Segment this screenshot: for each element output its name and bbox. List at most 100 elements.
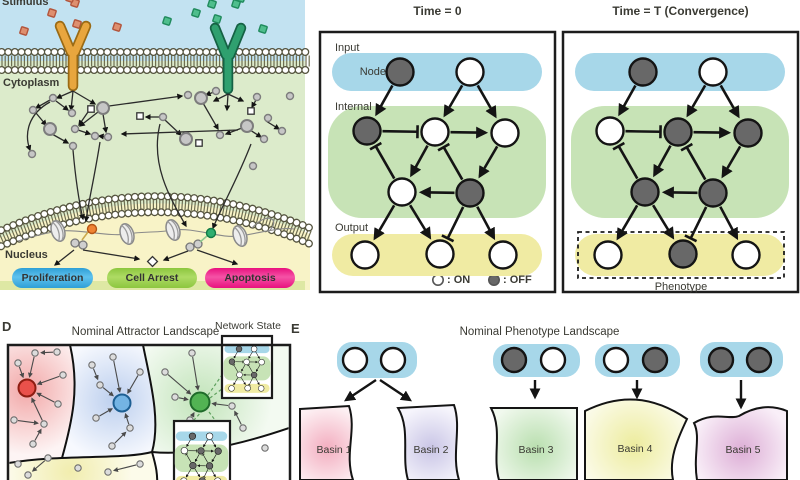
- mapping-arrows: [344, 379, 747, 410]
- state-node: [14, 460, 22, 468]
- inhibition-edge: [374, 145, 396, 180]
- net-node-output-2: [258, 385, 265, 392]
- transition-arrow: [31, 397, 43, 421]
- basin-1-label: Basin 1: [316, 444, 352, 456]
- inhibition-bar: [369, 141, 382, 151]
- state-node: [10, 416, 18, 424]
- output-layer-label: Output: [335, 222, 369, 234]
- activation-edge: [241, 364, 246, 372]
- net-node-output-2: [731, 240, 761, 270]
- cell-arrest-pill: [107, 268, 197, 288]
- transition-arrow: [167, 374, 192, 395]
- net-node-internal-3: [236, 371, 243, 378]
- transition-arrow: [27, 356, 35, 378]
- net-node-input-0: [628, 57, 658, 87]
- activation-edge: [255, 351, 260, 359]
- stimulus-molecule-icon: [112, 22, 122, 32]
- protein-square-node: [195, 139, 203, 147]
- inhibition-edge: [446, 206, 465, 239]
- state-node: [109, 353, 117, 361]
- red-basin-region: [9, 346, 75, 464]
- blue-attractor: [112, 393, 132, 413]
- basin-2-label: Basin 2: [413, 444, 449, 456]
- activation-edge: [478, 145, 499, 179]
- transition-arrow: [178, 396, 189, 402]
- net-node-internal-1: [197, 447, 205, 455]
- phenotype-pills: [12, 255, 295, 288]
- activation-edge: [719, 84, 740, 119]
- state-node: [239, 424, 247, 432]
- transcription-complex: [70, 238, 80, 248]
- protein-node: [96, 101, 110, 115]
- inhibition-edge: [233, 364, 239, 373]
- stimulus-molecule-icon: [212, 14, 222, 24]
- signal-arrow-curved: [72, 149, 85, 221]
- phenotype-arrow: [82, 249, 141, 262]
- state-node: [104, 468, 112, 476]
- activation-edge: [203, 439, 208, 448]
- inhibition-bar: [184, 453, 189, 456]
- signal-arrow: [212, 93, 229, 102]
- inset-network-2: [174, 431, 229, 480]
- stimulus-molecule-icon: [258, 24, 268, 34]
- panel-a-cell: [0, 0, 310, 290]
- transition-arrow: [192, 356, 200, 391]
- protein-node: [211, 86, 221, 96]
- net-node-internal-0: [228, 358, 236, 365]
- net-node-internal-3: [630, 177, 660, 207]
- transition-arrow: [36, 392, 55, 403]
- transition-arrow: [99, 408, 113, 417]
- time0-title: Time = 0: [413, 4, 462, 18]
- basin-boundary: [9, 451, 153, 464]
- stimulus-molecule-icon: [207, 0, 217, 9]
- net-node-internal-3: [387, 177, 417, 207]
- signal-arrow-curved: [156, 123, 187, 228]
- protein-node: [43, 122, 57, 136]
- inhibition-edge: [625, 129, 661, 134]
- basin-3-shape: [489, 407, 578, 480]
- transition-arrow: [211, 401, 229, 407]
- apoptosis-pill: [205, 268, 295, 288]
- transition-arrow: [40, 350, 54, 356]
- inhibition-edge: [203, 469, 209, 478]
- state-node: [88, 361, 96, 369]
- protein-node: [259, 134, 269, 144]
- transition-arrow: [102, 387, 114, 397]
- panel-d-landscape: [6, 334, 292, 480]
- net-node-input-1: [205, 432, 214, 440]
- internal-layer-label: Internal: [335, 101, 372, 113]
- blue-basin-region: [62, 346, 156, 458]
- net-node-internal-0: [352, 116, 382, 146]
- inhibition-edge: [382, 129, 418, 134]
- stimulus-molecule-icon: [162, 16, 172, 26]
- receptor-left-icon: [54, 20, 92, 92]
- net-node-input-0: [188, 432, 197, 440]
- activation-edge: [721, 145, 742, 179]
- attractor-nodes: [17, 378, 211, 413]
- net-node-output-2: [488, 240, 518, 270]
- protein-node: [90, 131, 100, 141]
- timeT-title: Time = T (Convergence): [612, 4, 749, 18]
- protein-node: [68, 141, 78, 151]
- net-node-output-1: [244, 384, 251, 392]
- basin-5-label: Basin 5: [725, 444, 761, 456]
- input-band: [224, 344, 270, 354]
- net-node-internal-2: [733, 118, 763, 148]
- attractor-landscape-title: Nominal Attractor Landscape: [71, 326, 220, 338]
- input-state-node: [745, 346, 773, 374]
- proliferation-pill: [12, 268, 93, 288]
- inhibition-edge: [249, 377, 253, 385]
- cell-arrest-label: Cell Arrest: [125, 272, 179, 284]
- phenotype-label: Phenotype: [654, 281, 708, 293]
- signal-arrow: [68, 90, 75, 112]
- basin-3-label: Basin 3: [518, 444, 554, 456]
- activation-edge: [194, 468, 201, 478]
- protein-node: [103, 132, 113, 142]
- state-node: [54, 400, 62, 408]
- inhibition-edge: [248, 365, 253, 373]
- protein-node: [179, 132, 193, 146]
- activation-edge: [375, 84, 394, 117]
- input-band: [332, 53, 542, 91]
- activation-edge: [373, 204, 396, 241]
- stimulus-molecule-icon: [191, 8, 201, 18]
